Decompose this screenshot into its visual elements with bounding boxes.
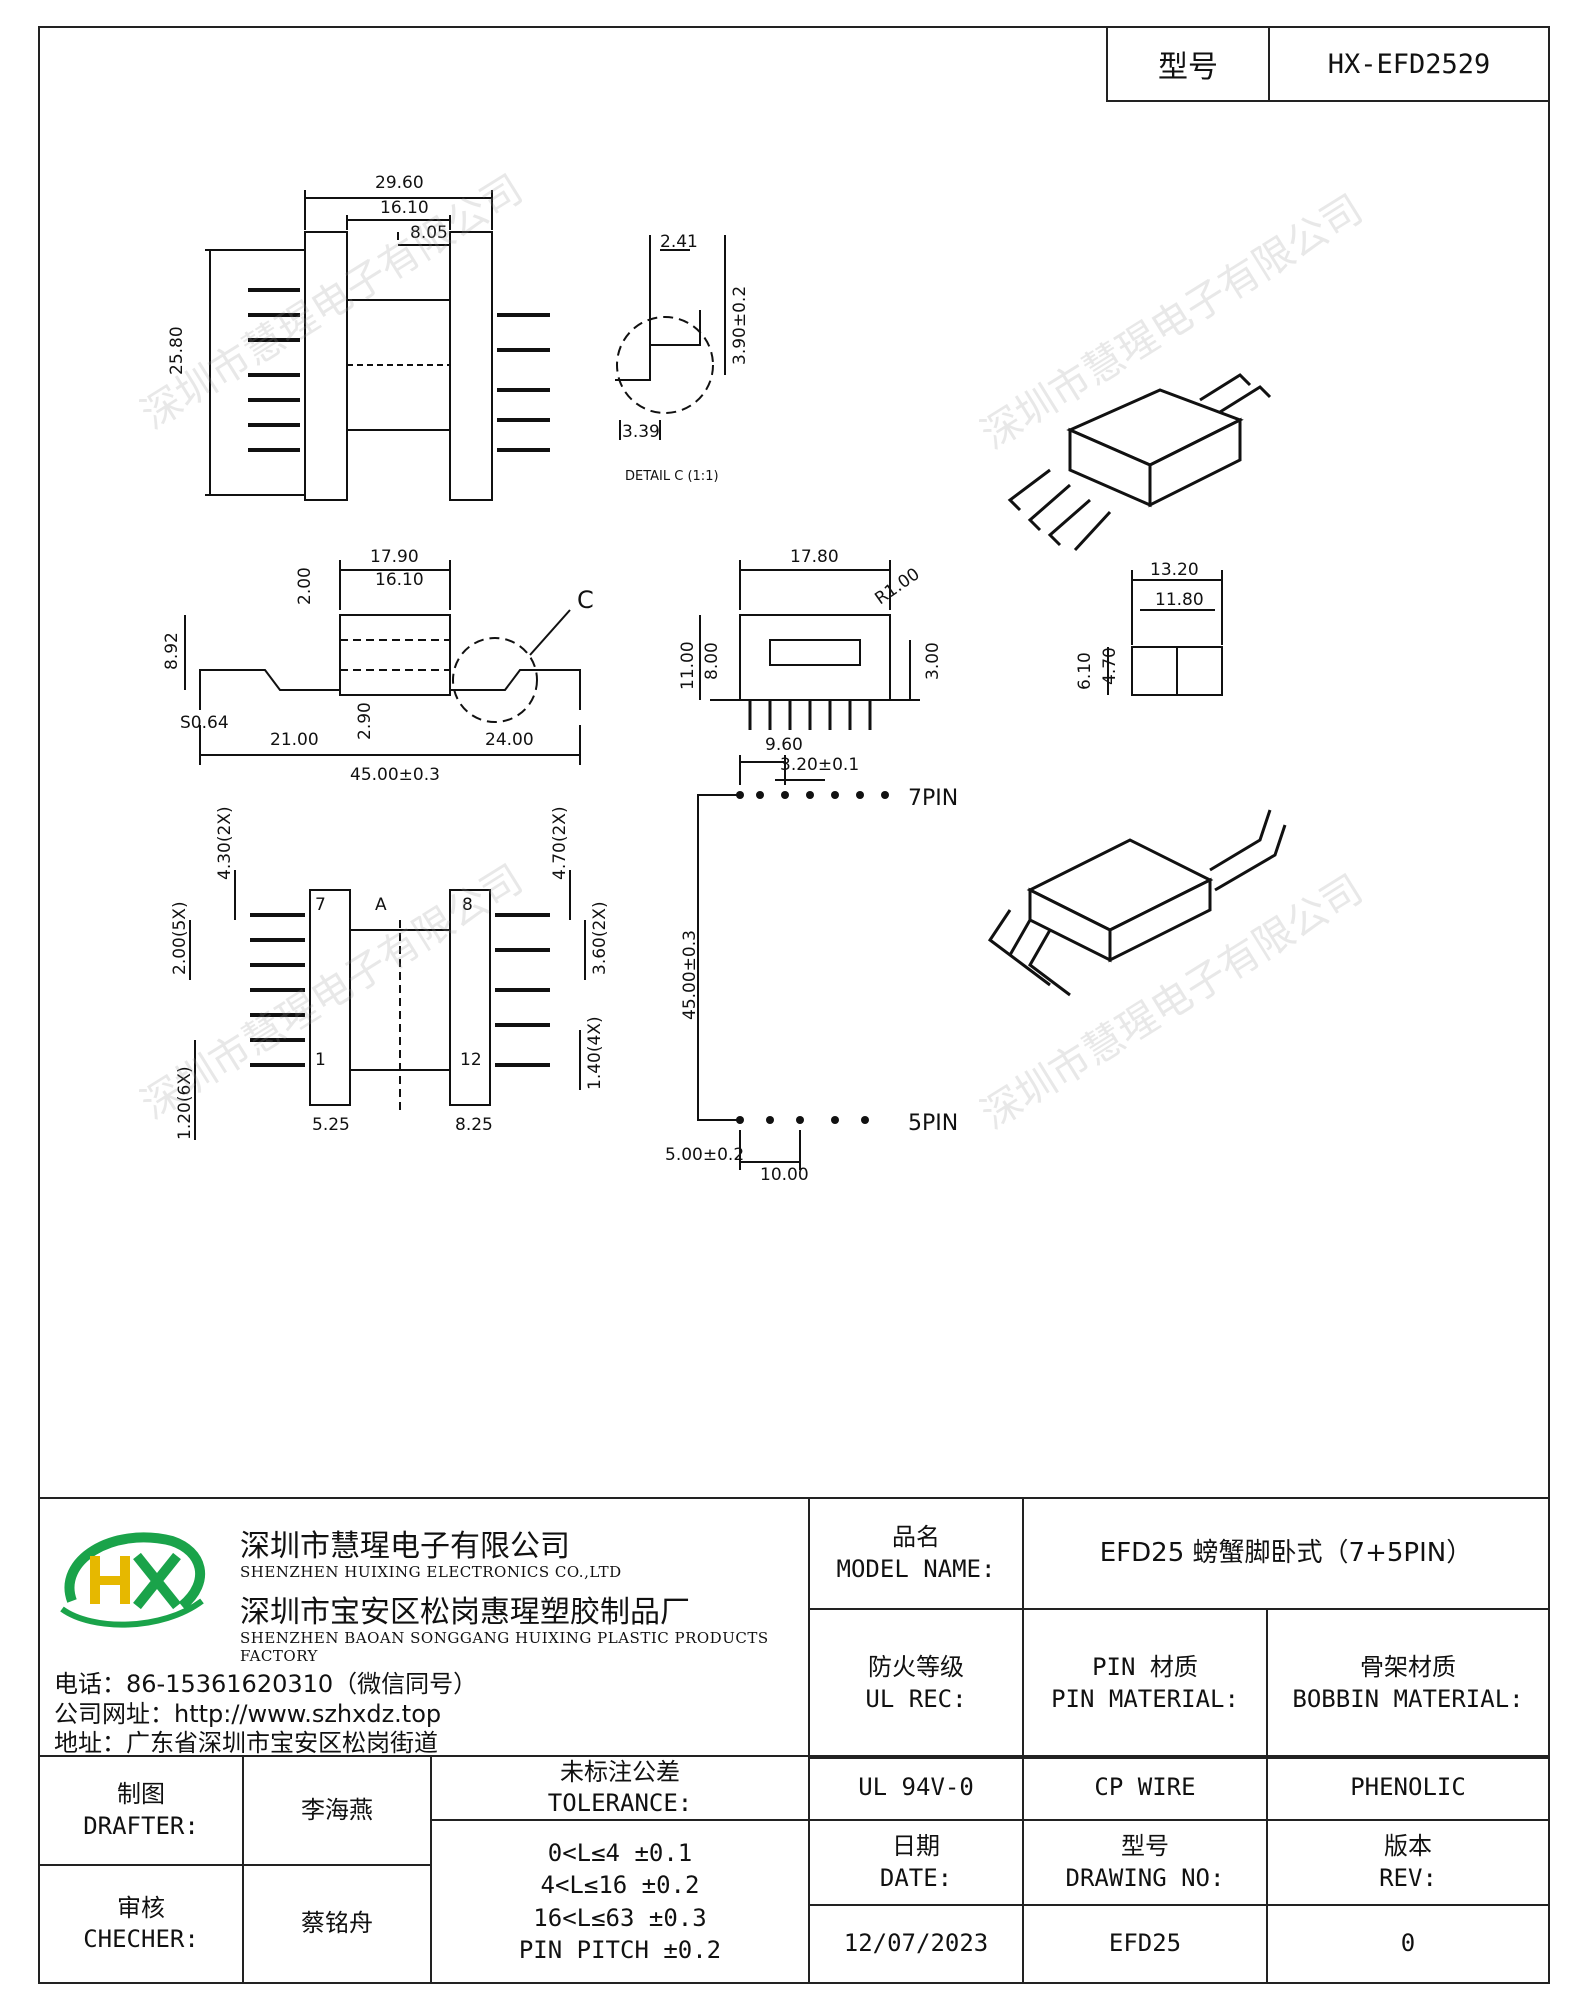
company-logo <box>60 1532 205 1628</box>
rev-label: 版本 REV: <box>1266 1819 1550 1906</box>
dim-pin-1: 9.60 <box>765 735 803 755</box>
bobbin-material-label: 骨架材质 BOBBIN MATERIAL: <box>1266 1608 1550 1759</box>
side-view <box>184 560 581 765</box>
dim-top-1: 29.60 <box>375 173 424 193</box>
pin-layout-view <box>697 755 825 1170</box>
dim-front-1: 17.80 <box>790 547 839 567</box>
technical-drawing: 29.60 16.10 8.05 25.80 2.41 3.90±0.2 3.3… <box>162 173 1287 1185</box>
end-view <box>1107 570 1223 696</box>
drawing-no-label: 型号 DRAWING NO: <box>1022 1819 1268 1906</box>
date-label: 日期 DATE: <box>808 1819 1024 1906</box>
company-phone: 电话：86-15361620310（微信同号） <box>54 1670 478 1698</box>
pin-number-1: 1 <box>315 1050 326 1070</box>
dim-side-8: 24.00 <box>485 730 534 750</box>
dim-end-4: 4.70 <box>1100 647 1120 685</box>
pin-dots <box>736 791 889 1124</box>
dim-front-5: 3.00 <box>923 642 943 680</box>
drawing-no-value: EFD25 <box>1022 1904 1268 1984</box>
bottom-view <box>189 870 586 1140</box>
tolerance-label: 未标注公差 TOLERANCE: <box>430 1755 810 1821</box>
dim-side-3: 2.00 <box>295 567 315 605</box>
checker-name: 蔡铭舟 <box>242 1864 432 1984</box>
checker-label: 审核 CHECHER: <box>38 1864 244 1984</box>
dim-end-2: 11.80 <box>1155 590 1204 610</box>
dim-side-4: 8.92 <box>162 632 182 670</box>
dim-side-1: 17.90 <box>370 547 419 567</box>
dim-pin-3: 45.00±0.3 <box>680 930 700 1020</box>
iso-view-bottom <box>987 809 1287 997</box>
model-header: 型号 HX-EFD2529 <box>1106 26 1550 102</box>
dim-front-3: 11.00 <box>678 641 698 690</box>
pin-material-label: PIN 材质 PIN MATERIAL: <box>1022 1608 1268 1759</box>
date-value: 12/07/2023 <box>808 1904 1024 1984</box>
bobbin-material-value: PHENOLIC <box>1266 1755 1550 1821</box>
dim-detail-3: 3.39 <box>622 422 660 442</box>
model-name-value: EFD25 螃蟹脚卧式（7+5PIN） <box>1022 1497 1550 1610</box>
dim-bottom-8: 8.25 <box>455 1115 493 1135</box>
pin-number-12: 12 <box>460 1050 482 1070</box>
detail-c-view <box>615 235 726 440</box>
model-value: HX-EFD2529 <box>1327 48 1491 80</box>
callout-c: C <box>577 586 594 614</box>
front-view <box>699 560 920 730</box>
company-info: 深圳市慧瑆电子有限公司 SHENZHEN HUIXING ELECTRONICS… <box>38 1497 810 1757</box>
dim-top-4: 25.80 <box>167 326 187 375</box>
dim-side-5: S0.64 <box>180 713 229 733</box>
pin-label-5: 5PIN <box>908 1111 958 1136</box>
top-view <box>205 190 550 501</box>
company-website: 公司网址：http://www.szhxdz.top <box>54 1700 442 1728</box>
dim-pin-2: 3.20±0.1 <box>780 755 859 775</box>
dim-bottom-7: 5.25 <box>312 1115 350 1135</box>
dim-bottom-5: 1.40(4X) <box>585 1016 605 1090</box>
dim-side-9: 45.00±0.3 <box>350 765 440 785</box>
dim-top-2: 16.10 <box>380 198 429 218</box>
dim-bottom-6: 1.20(6X) <box>175 1066 195 1140</box>
dim-detail-2: 3.90±0.2 <box>730 286 750 365</box>
factory-name-en: SHENZHEN BAOAN SONGGANG HUIXING PLASTIC … <box>240 1629 769 1665</box>
dim-bottom-2: 2.00(5X) <box>170 901 190 975</box>
dim-pin-4: 5.00±0.2 <box>665 1145 744 1165</box>
ul-rec-value: UL 94V-0 <box>808 1755 1024 1821</box>
dim-side-6: 21.00 <box>270 730 319 750</box>
detail-caption: DETAIL C (1:1) <box>625 469 719 484</box>
pin-label-7: 7PIN <box>908 786 958 811</box>
dim-bottom-1: 4.30(2X) <box>215 806 235 880</box>
dim-bottom-3: 4.70(2X) <box>550 806 570 880</box>
model-label: 型号 <box>1108 28 1270 100</box>
pin-number-8: 8 <box>462 895 473 915</box>
factory-name-cn: 深圳市宝安区松岗惠瑆塑胶制品厂 <box>240 1595 690 1630</box>
dim-side-7: 2.90 <box>355 702 375 740</box>
iso-view-top <box>1007 373 1272 552</box>
model-name-label: 品名 MODEL NAME: <box>808 1497 1024 1610</box>
company-address: 地址：广东省深圳市宝安区松岗街道 <box>54 1729 438 1757</box>
dim-side-2: 16.10 <box>375 570 424 590</box>
dim-end-3: 6.10 <box>1075 652 1095 690</box>
rev-value: 0 <box>1266 1904 1550 1984</box>
pin-material-value: CP WIRE <box>1022 1755 1268 1821</box>
drafter-name: 李海燕 <box>242 1755 432 1866</box>
dim-end-1: 13.20 <box>1150 560 1199 580</box>
dim-top-3: 8.05 <box>410 223 448 243</box>
company-name-cn: 深圳市慧瑆电子有限公司 <box>240 1529 570 1564</box>
dim-detail-1: 2.41 <box>660 232 698 252</box>
section-marker: A <box>375 895 387 915</box>
dim-pin-5: 10.00 <box>760 1165 809 1185</box>
drafter-label: 制图 DRAFTER: <box>38 1755 244 1866</box>
title-block: 深圳市慧瑆电子有限公司 SHENZHEN HUIXING ELECTRONICS… <box>38 1497 1550 1984</box>
pin-number-7: 7 <box>315 895 326 915</box>
company-name-en: SHENZHEN HUIXING ELECTRONICS CO.,LTD <box>240 1563 622 1581</box>
dim-front-4: 8.00 <box>702 642 722 680</box>
dim-bottom-4: 3.60(2X) <box>590 901 610 975</box>
tolerance-values: 0<L≤4 ±0.1 4<L≤16 ±0.2 16<L≤63 ±0.3 PIN … <box>430 1819 810 1984</box>
ul-rec-label: 防火等级 UL REC: <box>808 1608 1024 1759</box>
